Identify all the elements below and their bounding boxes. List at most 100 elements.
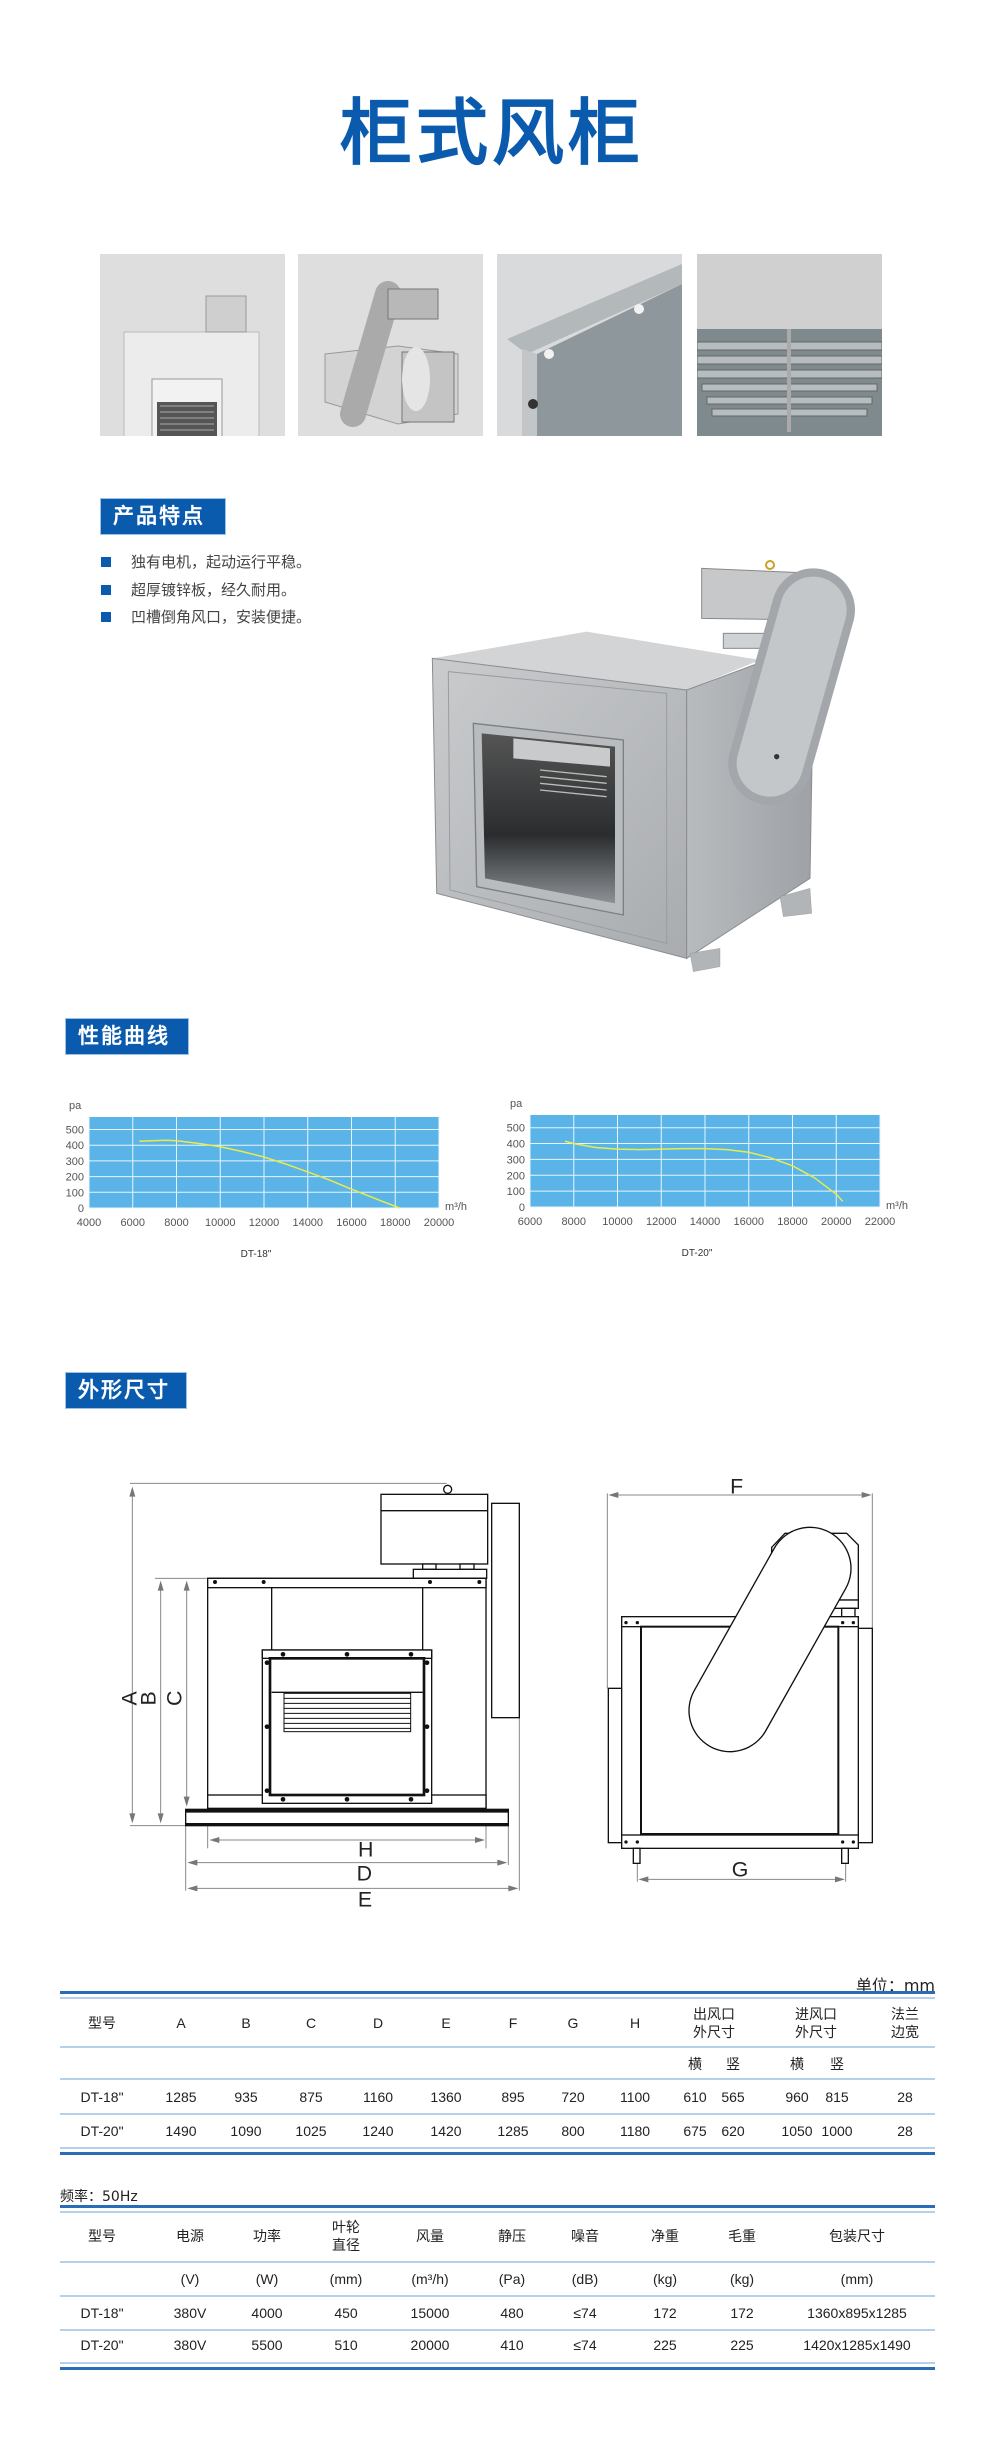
column-header: 叶轮直径 [332,2219,360,2253]
table-cell: 15000 [410,2305,450,2321]
x-tick-label: 10000 [205,1217,236,1229]
dim-label-a: A [117,1690,141,1705]
table-rule [60,2205,935,2208]
x-tick-label: 6000 [121,1217,145,1229]
table-cell: DT-20" [80,2123,124,2139]
y-tick-label: 400 [507,1139,525,1151]
side-view-drawing: F G [606,1474,873,1883]
x-tick-label: 8000 [164,1217,188,1229]
feature-text: 独有电机，起动运行平稳。 [131,553,312,571]
column-header: 毛重 [728,2228,756,2244]
table-rule [60,1997,935,1999]
x-tick-label: 18000 [380,1217,411,1229]
y-tick-label: 200 [507,1170,525,1182]
table-cell: 28 [897,2123,913,2139]
unit-cell: (dB) [571,2271,599,2287]
x-tick-label: 18000 [777,1216,808,1228]
table-cell: 1240 [362,2123,394,2139]
x-tick-label: 22000 [865,1216,896,1228]
y-tick-label: 0 [519,1202,525,1214]
table-cell: 1025 [295,2123,327,2139]
sub-header: 横 [688,2056,702,2072]
table-cell: 895 [501,2089,525,2105]
chart-caption: DT-18" [241,1249,272,1260]
column-header: 净重 [651,2228,679,2244]
section-header-features: 产品特点 [101,499,225,534]
table-rule [60,2113,935,2115]
product-photo-cabinet-fan [431,560,855,972]
table-cell: 5500 [251,2337,283,2353]
x-tick-label: 14000 [292,1217,323,1229]
table-cell: 20000 [410,2337,450,2353]
table-cell: 620 [721,2123,745,2139]
column-header: 法兰边宽 [891,2006,919,2040]
column-header: C [305,2015,317,2031]
unit-cell: (kg) [652,2271,678,2287]
y-axis-label: pa [510,1098,523,1110]
column-header: 电源 [176,2228,204,2244]
chart-caption: DT-20" [682,1248,713,1259]
column-header: H [629,2015,641,2031]
table-cell: 800 [561,2123,585,2139]
table-cell: 225 [730,2337,754,2353]
y-tick-label: 0 [78,1203,84,1215]
x-tick-label: 4000 [77,1217,101,1229]
thumbnail-corner-detail [497,254,682,436]
table-cell: 1360x895x1285 [807,2305,907,2321]
table-cell: 720 [561,2089,585,2105]
feature-item: 凹槽倒角风口，安装便捷。 [101,607,311,627]
table-cell: 410 [500,2337,524,2353]
table-cell: 565 [721,2089,745,2105]
table-cell: 1100 [619,2089,651,2105]
x-tick-label: 20000 [424,1217,455,1229]
x-tick-label: 10000 [602,1216,633,1228]
x-tick-label: 16000 [733,1216,764,1228]
y-tick-label: 500 [507,1123,525,1135]
table-cell: 510 [334,2337,358,2353]
bullet-square-icon [101,611,111,622]
table-cell: 28 [897,2089,913,2105]
sub-header: 竖 [726,2056,740,2072]
section-header-performance: 性能曲线 [66,1019,188,1054]
table-rule [60,2152,935,2155]
column-header: 出风口外尺寸 [693,2006,735,2040]
table-cell: 380V [173,2337,207,2353]
table-cell: 1090 [230,2123,262,2139]
column-header: 型号 [88,2228,116,2244]
unit-cell: (Pa) [498,2271,526,2287]
y-tick-label: 100 [507,1186,525,1198]
column-header: 型号 [88,2015,116,2031]
dim-label-f: F [730,1474,743,1498]
x-axis-label: m³/h [886,1200,908,1212]
thumbnail-front-view [100,254,285,436]
unit-cell: (W) [255,2271,279,2287]
table-cell: 1000 [821,2123,853,2139]
frequency-label: 频率：50Hz [60,2189,138,2205]
table-cell: 480 [500,2305,524,2321]
unit-cell: (mm) [329,2271,363,2287]
table-rule [60,2329,935,2331]
thumbnail-impeller-detail [697,254,882,436]
table-cell: 960 [785,2089,809,2105]
unit-label: 单位：mm [855,1976,935,1995]
y-tick-label: 300 [66,1156,84,1168]
unit-cell: (kg) [729,2271,755,2287]
table-cell: 172 [653,2305,677,2321]
column-header: G [567,2015,579,2031]
table-cell: 1490 [165,2123,197,2139]
table-rule [60,2362,935,2364]
table-cell: 935 [234,2089,258,2105]
y-axis-label: pa [69,1100,82,1112]
column-header: 功率 [253,2228,281,2244]
x-tick-label: 8000 [562,1216,586,1228]
table-cell: 1360 [430,2089,462,2105]
y-tick-label: 200 [66,1172,84,1184]
front-view-drawing: A B C H D E [117,1482,520,1912]
table-cell: 675 [683,2123,707,2139]
sub-header: 竖 [830,2056,844,2072]
x-tick-label: 20000 [821,1216,852,1228]
table-cell: 610 [683,2089,707,2105]
column-header: E [441,2015,451,2031]
